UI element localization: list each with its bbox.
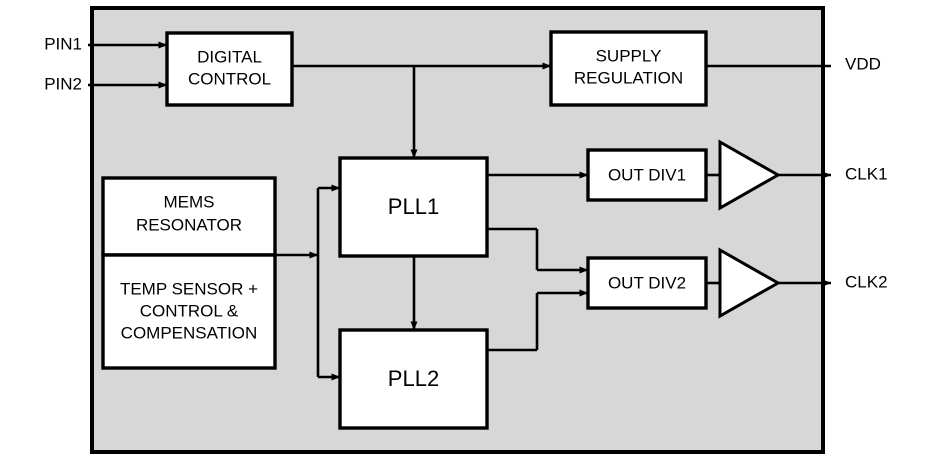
wire-mems-to-pll-trunk	[275, 184, 341, 381]
pin-label-clk1: CLK1	[845, 164, 888, 183]
block-out-div1: OUT DIV1	[586, 148, 708, 202]
pin-label-vdd: VDD	[845, 54, 881, 73]
clk2-output-buffer	[718, 247, 782, 319]
block-temp-sensor-line-0: TEMP SENSOR +	[120, 279, 258, 298]
block-temp-sensor-line-2: COMPENSATION	[121, 323, 258, 342]
block-out-div2: OUT DIV2	[586, 256, 708, 310]
pin-label-pin2: PIN2	[44, 74, 82, 93]
block-supply-regulation-line-1: REGULATION	[574, 68, 683, 87]
block-pll1: PLL1	[338, 156, 489, 258]
block-mems-resonator-line-1: RESONATOR	[136, 215, 242, 234]
pin-label-clk2: CLK2	[845, 272, 888, 291]
wire-pll2-to-out-div2	[487, 289, 589, 352]
block-supply-regulation-line-0: SUPPLY	[596, 46, 662, 65]
block-digital-control: DIGITAL CONTROL	[165, 31, 294, 107]
block-mems-resonator: MEMS RESONATOR	[101, 176, 277, 257]
block-temp-sensor-line-1: CONTROL &	[140, 301, 239, 320]
block-temp-sensor-control-compensation: TEMP SENSOR + CONTROL & COMPENSATION	[101, 253, 277, 370]
block-pll2: PLL2	[338, 328, 489, 430]
block-digital-control-line-1: CONTROL	[188, 69, 271, 88]
block-digital-control-line-0: DIGITAL	[197, 47, 262, 66]
pin-label-pin1: PIN1	[44, 34, 82, 53]
block-out-div2-label: OUT DIV2	[608, 273, 686, 292]
clk1-output-buffer	[718, 139, 782, 211]
block-out-div1-label: OUT DIV1	[608, 165, 686, 184]
wire-pll1-to-out-div2	[487, 227, 589, 274]
block-pll2-label: PLL2	[388, 366, 439, 391]
block-mems-resonator-line-0: MEMS	[164, 192, 215, 211]
block-pll1-label: PLL1	[388, 194, 439, 219]
block-supply-regulation: SUPPLY REGULATION	[549, 30, 708, 107]
